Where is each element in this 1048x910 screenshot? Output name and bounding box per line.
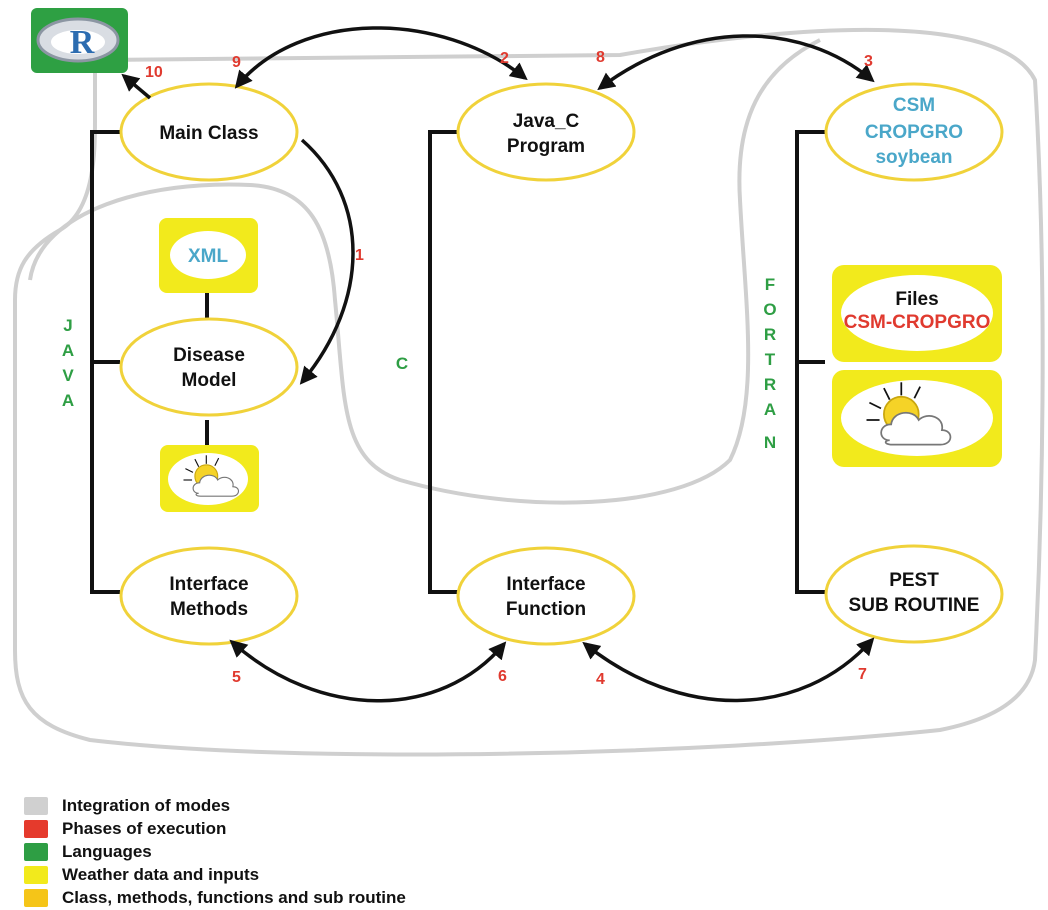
legend-label: Class, methods, functions and sub routin… [62,887,406,907]
integration-outline-outer [13,27,1045,757]
svg-text:CSM: CSM [893,95,935,116]
execution-arrows [121,26,875,703]
phase-8: 8 [596,49,605,66]
svg-text:T: T [765,350,776,369]
svg-text:A: A [764,400,776,419]
r-logo-icon: R [31,8,128,73]
node-disease-model: Disease Model [119,317,299,417]
legend-item-integration: Integration of modes [24,794,406,817]
svg-text:Java_C: Java_C [513,111,580,132]
legend-label: Integration of modes [62,795,231,815]
arrow-main-to-r [121,73,152,100]
language-brackets [90,130,825,594]
svg-text:Function: Function [506,599,586,620]
xml-input-box: XML [159,218,258,293]
svg-text:R: R [764,375,776,394]
svg-text:V: V [62,366,74,385]
svg-text:A: A [62,391,74,410]
phase-numbers: 10 9 2 8 3 1 5 6 4 7 [145,49,873,688]
node-interface-methods: Interface Methods [119,546,299,646]
svg-text:Interface: Interface [169,574,248,595]
language-fortran-label: F O R T R A N [763,275,776,452]
legend-swatch [24,819,48,838]
node-java-c-program: Java_C Program [456,82,636,182]
phase-2: 2 [500,50,509,67]
xml-label: XML [188,246,229,267]
svg-text:Program: Program [507,136,585,157]
weather-box-java [160,445,259,512]
node-main-class: Main Class [119,82,299,182]
svg-text:A: A [62,341,74,360]
phase-3: 3 [864,53,873,70]
svg-text:O: O [763,300,776,319]
files-cropgro-label: CSM-CROPGRO [844,312,991,333]
legend-swatch [24,796,48,815]
svg-text:Disease: Disease [173,345,245,366]
arrow-methods-function [229,639,507,703]
legend-swatch [24,865,48,884]
phase-7: 7 [858,666,867,683]
language-java-label: J A V A [62,316,74,410]
legend-swatch [24,842,48,861]
svg-text:Interface: Interface [506,574,585,595]
legend-swatch [24,888,48,907]
svg-text:PEST: PEST [889,570,939,591]
svg-text:N: N [764,433,776,452]
svg-text:Model: Model [182,370,237,391]
svg-text:soybean: soybean [875,147,952,168]
legend-label: Languages [62,841,152,861]
phase-1: 1 [355,247,364,264]
phase-4: 4 [596,671,605,688]
files-label: Files [895,289,938,310]
phase-9: 9 [232,54,241,71]
svg-text:CROPGRO: CROPGRO [865,122,963,143]
arrow-function-pest [582,637,875,703]
weather-box-fortran [832,370,1002,467]
language-c-label: C [396,354,408,373]
legend-item-class: Class, methods, functions and sub routin… [24,886,406,909]
phase-10: 10 [145,64,163,81]
svg-text:Main Class: Main Class [159,123,258,144]
arrow-java-c-csm [597,34,875,91]
legend: Integration of modes Phases of execution… [24,794,406,909]
phase-5: 5 [232,669,241,686]
legend-item-weather: Weather data and inputs [24,863,406,886]
arrow-main-to-disease [299,138,355,385]
r-logo-letter: R [70,24,95,61]
arrow-main-java-c [234,26,528,89]
legend-item-languages: Languages [24,840,406,863]
svg-text:F: F [765,275,775,294]
workflow-diagram: R XML Files CSM-CROPGRO Main Class [13,8,1045,757]
legend-item-phases: Phases of execution [24,817,406,840]
svg-text:J: J [63,316,72,335]
node-interface-function: Interface Function [456,546,636,646]
phase-6: 6 [498,668,507,685]
svg-text:SUB ROUTINE: SUB ROUTINE [849,595,980,616]
node-csm-cropgro-soybean: CSM CROPGRO soybean [824,82,1004,182]
svg-text:R: R [764,325,776,344]
legend-label: Weather data and inputs [62,864,260,884]
node-pest-sub-routine: PEST SUB ROUTINE [824,544,1004,644]
files-input-box: Files CSM-CROPGRO [832,265,1002,362]
svg-text:Methods: Methods [170,599,248,620]
legend-label: Phases of execution [62,818,227,838]
